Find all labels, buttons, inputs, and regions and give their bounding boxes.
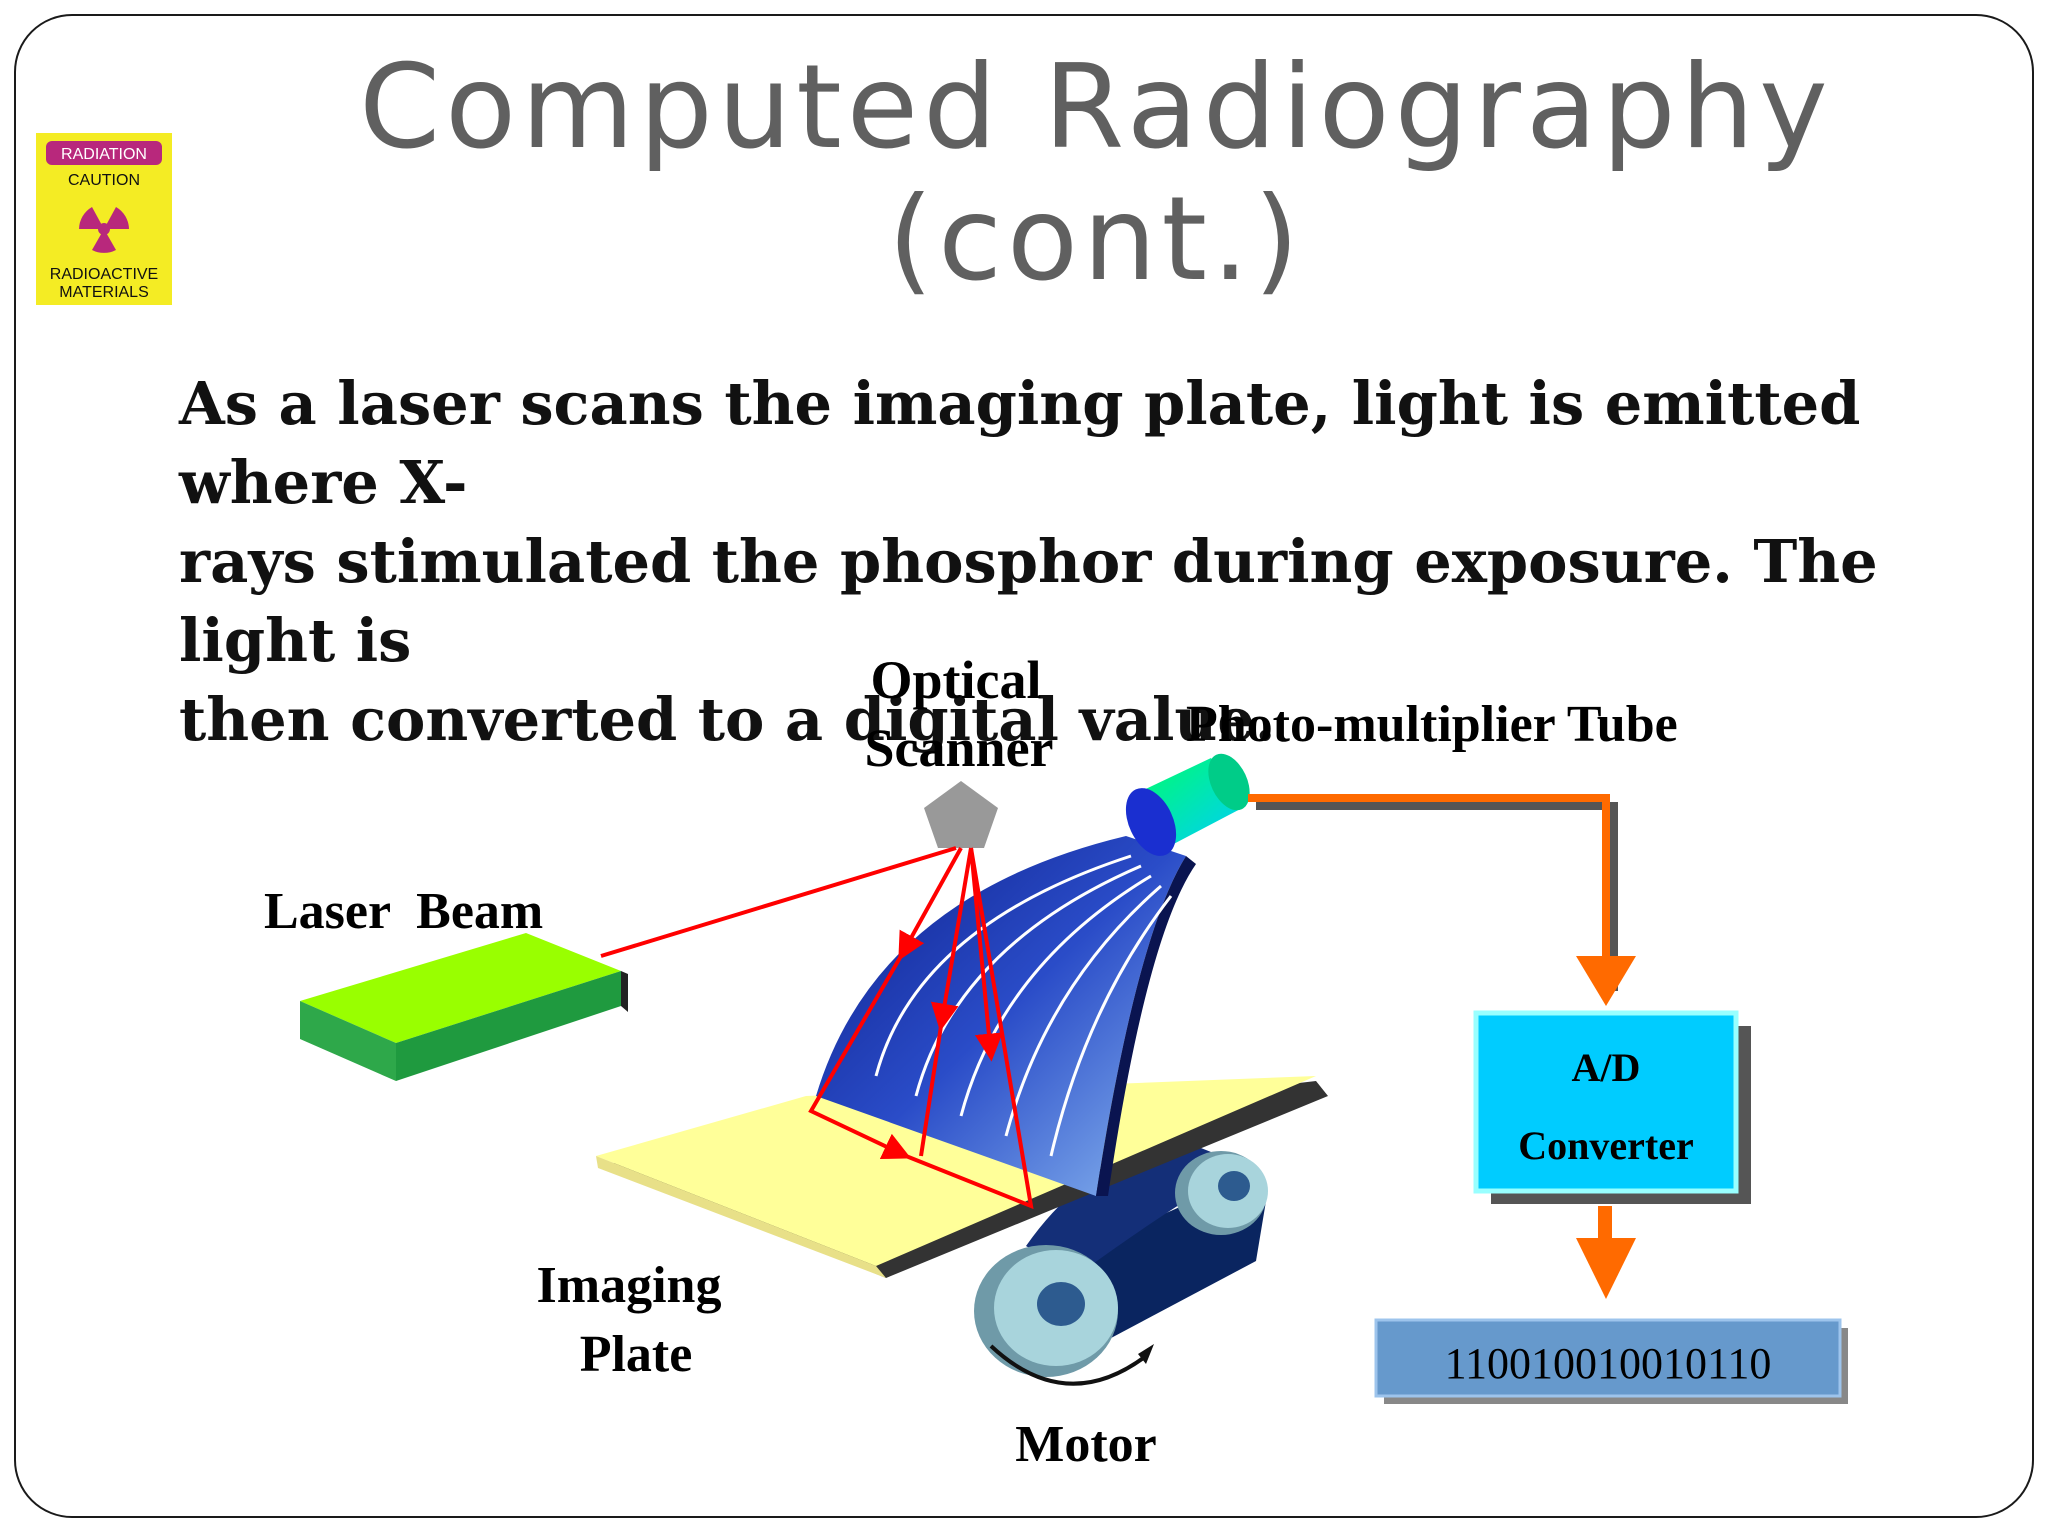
ad-converter-box: A/D Converter xyxy=(1473,1010,1751,1204)
laser-source-block xyxy=(300,933,628,1081)
caution-top-text: RADIATION xyxy=(61,146,147,163)
orange-arrow-to-binary xyxy=(1576,1238,1636,1299)
orange-arrow-to-converter xyxy=(1576,956,1636,1006)
imaging-plate-label-line-1: Imaging xyxy=(537,1257,722,1314)
laser-beam-label: Laser Beam xyxy=(264,883,543,940)
laser-paths xyxy=(600,846,1034,1210)
motor-assembly xyxy=(974,1146,1268,1386)
binary-output-value: 110010010010110 xyxy=(1445,1339,1772,1388)
slide: Computed Radiography (cont.) RADIATION C… xyxy=(14,14,2034,1518)
optical-scanner-label-line-2: Scanner xyxy=(865,718,1054,778)
body-line-2: rays stimulated the phosphor during expo… xyxy=(179,527,1878,675)
photomultiplier-tube xyxy=(1125,753,1250,856)
imaging-plate-label-line-2: Plate xyxy=(580,1326,693,1383)
small-roller xyxy=(1175,1151,1268,1235)
caution-middle-text: CAUTION xyxy=(68,172,140,189)
radiation-caution-graphic: RADIATION CAUTION RADIOACTIVE MATERIALS xyxy=(36,133,172,305)
ad-converter-label-line-1: A/D xyxy=(1572,1045,1641,1090)
signal-path xyxy=(1248,794,1636,1299)
body-line-1: As a laser scans the imaging plate, ligh… xyxy=(179,369,1861,517)
caution-bottom-line-1: RADIOACTIVE xyxy=(50,266,158,283)
radiation-caution-sign: RADIATION CAUTION RADIOACTIVE MATERIALS xyxy=(36,133,172,305)
caution-bottom-line-2: MATERIALS xyxy=(59,284,149,301)
motor-label: Motor xyxy=(1015,1416,1156,1473)
slide-title: Computed Radiography (cont.) xyxy=(316,42,1876,306)
ad-converter-label-line-2: Converter xyxy=(1518,1123,1693,1168)
optical-scanner-mirror xyxy=(924,781,998,848)
optical-scanner-label-line-1: Optical xyxy=(871,650,1042,710)
photomultiplier-label: Photo-multiplier Tube xyxy=(1186,696,1678,753)
cr-scanner-diagram: A/D Converter 110010010010110 Optical Sc… xyxy=(264,650,1848,1473)
body-paragraph: As a laser scans the imaging plate, ligh… xyxy=(179,364,1939,759)
large-roller xyxy=(974,1245,1118,1377)
radiation-trefoil-icon xyxy=(79,207,129,253)
title-line-1: Computed Radiography xyxy=(359,40,1833,175)
title-line-2: (cont.) xyxy=(887,172,1305,307)
body-line-3: then converted to a digital value. xyxy=(179,685,1276,754)
binary-output-box: 110010010010110 xyxy=(1374,1318,1848,1404)
